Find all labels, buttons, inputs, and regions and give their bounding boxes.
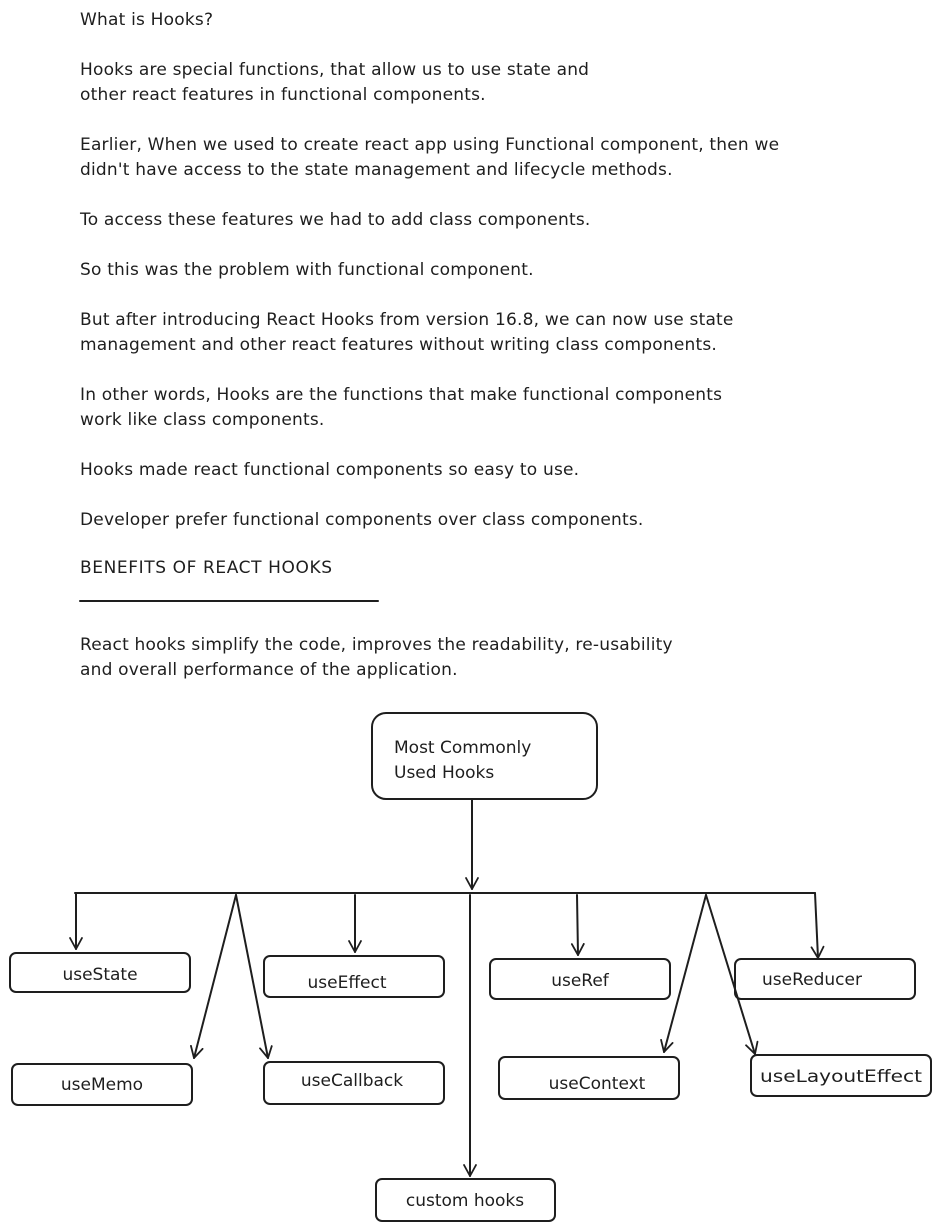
paragraph-line: work like class components.	[80, 410, 325, 430]
paragraph-line: management and other react features with…	[80, 335, 718, 355]
uselayouteffect-node-label: useLayoutEffect	[760, 1067, 922, 1087]
useref-node-label: useRef	[551, 971, 610, 991]
benefits-heading: BENEFITS OF REACT HOOKS	[80, 558, 333, 578]
paragraph-prefer: Developer prefer functional components o…	[80, 510, 644, 530]
paragraph-line: and overall performance of the applicati…	[80, 660, 458, 680]
useref-node-box	[489, 958, 671, 1000]
custom-hooks-node-label: custom hooks	[406, 1191, 524, 1211]
root-node-label-line1: Most Commonly	[394, 738, 531, 758]
root-node-label-line2: Used Hooks	[394, 763, 494, 783]
paragraph-line: But after introducing React Hooks from v…	[80, 310, 734, 330]
connector-usememo	[190, 894, 237, 1059]
connector-useref	[570, 894, 585, 956]
root-node-box	[371, 712, 598, 800]
useeffect-node-label: useEffect	[307, 973, 386, 993]
intro-question: What is Hooks?	[80, 10, 214, 30]
useeffect-node-box	[263, 955, 445, 998]
usecontext-node-label: useContext	[549, 1074, 646, 1094]
usememo-node-box	[11, 1063, 193, 1106]
usereducer-node-label: useReducer	[762, 970, 862, 990]
paragraph-access: To access these features we had to add c…	[80, 210, 591, 230]
connector-usecontext	[660, 894, 707, 1053]
usecallback-node-box	[263, 1061, 445, 1105]
paragraph-easy: Hooks made react functional components s…	[80, 460, 580, 480]
paragraph-line: Earlier, When we used to create react ap…	[80, 135, 780, 155]
paragraph-line: didn't have access to the state manageme…	[80, 160, 673, 180]
paragraph-line: Hooks are special functions, that allow …	[80, 60, 590, 80]
paragraph-line: other react features in functional compo…	[80, 85, 486, 105]
usememo-node-label: useMemo	[61, 1075, 143, 1095]
connector-usereducer	[810, 892, 825, 959]
usecontext-node-box	[498, 1056, 680, 1100]
custom-hooks-node-box	[375, 1178, 556, 1222]
uselayouteffect-node-box	[750, 1054, 932, 1097]
paragraph-line: React hooks simplify the code, improves …	[80, 635, 673, 655]
connector-uselayouteffect	[705, 894, 759, 1055]
usereducer-node-box	[734, 958, 916, 1000]
usestate-node-label: useState	[62, 965, 137, 985]
paragraph-problem: So this was the problem with functional …	[80, 260, 534, 280]
connector-usecallback	[235, 894, 273, 1059]
usestate-node-box	[9, 952, 191, 993]
usecallback-node-label: useCallback	[301, 1071, 403, 1091]
paragraph-line: In other words, Hooks are the functions …	[80, 385, 723, 405]
